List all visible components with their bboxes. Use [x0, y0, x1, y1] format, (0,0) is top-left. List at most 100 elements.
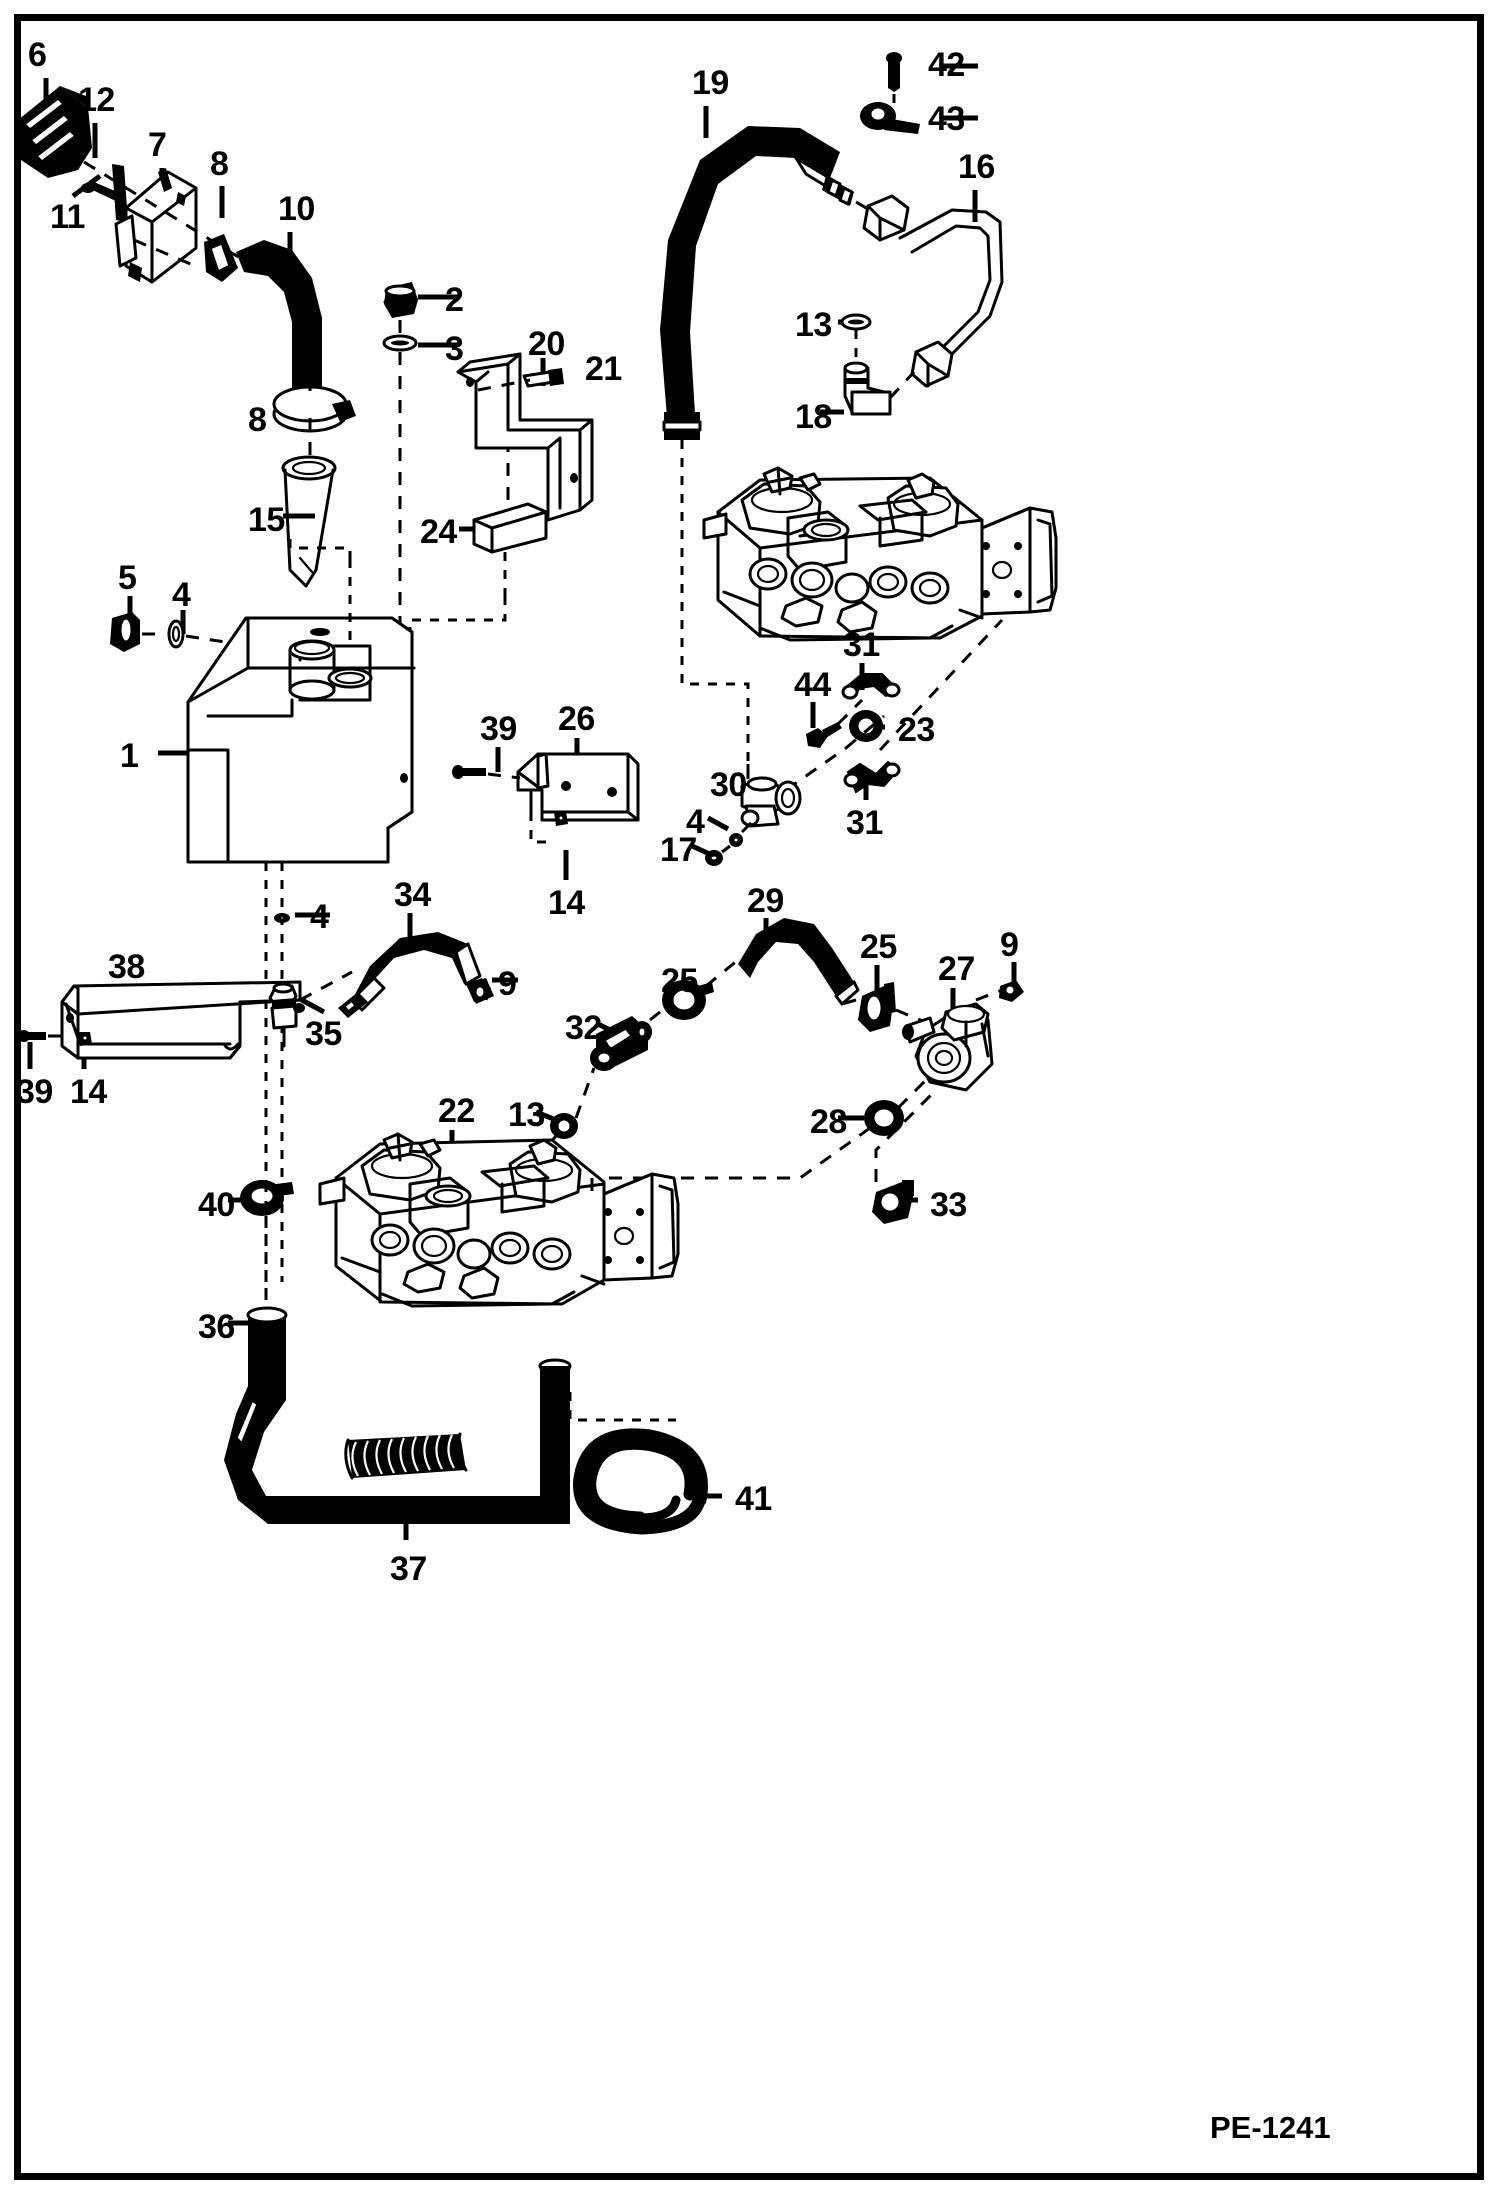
callout-24-block: 24: [420, 513, 457, 551]
part-27-valve-body: [902, 1002, 994, 1092]
callout-39-bolt: 39: [480, 710, 517, 748]
callout-25-hose-clamp: 25: [661, 962, 698, 1000]
callout-13-o-ring: 13: [508, 1096, 545, 1134]
callout-31-split-flange-half: 31: [846, 804, 883, 842]
callout-4-o-ring: 4: [310, 898, 329, 936]
callout-20-bolt: 20: [528, 325, 565, 363]
part-5-plug: [110, 612, 140, 652]
callout-23-o-ring: 23: [898, 711, 935, 749]
callout-14-nut: 14: [70, 1073, 107, 1111]
routing-upper: [680, 440, 1004, 792]
part-11-screw: [81, 182, 122, 202]
callout-30-fitting: 30: [710, 766, 747, 804]
part-29-hose: [738, 918, 860, 1006]
part-31a-split-flange: [841, 673, 901, 700]
callout-19-hydraulic-hose: 19: [692, 64, 729, 102]
part-31b-split-flange: [843, 760, 901, 794]
callout-31-split-flange-half: 31: [843, 626, 880, 664]
callout-39-bolt: 39: [16, 1073, 53, 1111]
part-39b-bolt: [18, 1030, 46, 1042]
callout-2-cap: 2: [445, 281, 464, 319]
callout-9-fitting: 9: [498, 965, 517, 1003]
drawing-number: PE-1241: [1210, 2110, 1331, 2145]
part-4a-o-ring: [167, 619, 185, 649]
part-25b-hose-clamp: [662, 980, 714, 1020]
part-28-o-ring: [864, 1100, 904, 1136]
callout-6-fill-cap: 6: [28, 36, 47, 74]
callout-12-gasket: 12: [78, 81, 115, 119]
callout-36-suction-hose: 36: [198, 1308, 235, 1346]
part-14a-nut: [554, 812, 568, 826]
part-22-hydrostatic-pump-lower: [318, 1132, 680, 1308]
callout-3-o-ring: 3: [445, 330, 464, 368]
part-35-fitting: [268, 982, 305, 1030]
callout-9-fitting: 9: [1000, 926, 1019, 964]
part-12-gasket: [112, 164, 128, 222]
part-40-hose-clamp: [240, 1180, 294, 1216]
part-2-cap: [383, 282, 418, 318]
callout-40-hose-clamp: 40: [198, 1186, 235, 1224]
part-32-adapter: [590, 1016, 652, 1071]
part-38-bracket: [60, 980, 302, 1060]
part-3-o-ring: [382, 334, 418, 352]
callout-28-o-ring: 28: [810, 1103, 847, 1141]
part-13b-o-ring: [550, 1113, 578, 1139]
callout-7-filler-neck-housing: 7: [148, 126, 167, 164]
reservoir-assembly-axes: [264, 530, 352, 1300]
part-13a-o-ring: [840, 313, 872, 331]
part-8a-hose-clamp: [204, 234, 238, 282]
callout-21-bracket: 21: [585, 350, 622, 388]
callout-42-bolt: 42: [928, 46, 965, 84]
part-14b-nut: [78, 1032, 92, 1046]
callout-26-bracket: 26: [558, 700, 595, 738]
part-17-plug: [705, 850, 723, 866]
callout-38-bracket: 38: [108, 948, 145, 986]
callout-13-o-ring: 13: [795, 306, 832, 344]
part-20-bolt: [522, 368, 564, 388]
callout-16-hydraulic-tube: 16: [958, 148, 995, 186]
part-42-bolt: [886, 52, 902, 92]
part-25a-hose-clamp: [858, 982, 896, 1032]
part-10-fill-hose: [236, 240, 322, 412]
callout-44-bolt: 44: [794, 666, 831, 704]
assembly-axis-filler: [83, 160, 241, 270]
part-31-hydrostatic-pump-upper: [702, 466, 1058, 642]
callout-14-nut: 14: [548, 884, 585, 922]
part-4b-o-ring: [729, 833, 743, 847]
part-43-clamp: [860, 102, 920, 134]
part-9b-fitting: [999, 980, 1024, 1002]
part-39a-bolt: [452, 765, 486, 779]
part-16-hydraulic-tube: [862, 190, 1004, 388]
page-border: [14, 14, 1484, 2180]
callout-10-fill-hose: 10: [278, 190, 315, 228]
callout-27-valve-body: 27: [938, 950, 975, 988]
part-7-filler-neck-housing: [114, 168, 198, 284]
part-41-drain-tube: [573, 1428, 708, 1535]
callout-33-hose-clamp: 33: [930, 1186, 967, 1224]
part-18-elbow-fitting: [843, 361, 892, 416]
part-23-o-ring: [849, 710, 883, 742]
callout-4-o-ring: 4: [172, 576, 191, 614]
part-37-spring-guard: [344, 1432, 468, 1480]
part-26-bracket: [516, 752, 640, 822]
part-30-fitting: [740, 776, 802, 828]
callout-8-hose-clamp: 8: [210, 145, 229, 183]
part-19-hydraulic-hose: [660, 126, 854, 440]
callout-32-adapter: 32: [565, 1009, 602, 1047]
part-33-hose-clamp: [872, 1180, 914, 1224]
callout-8-hose-clamp: 8: [248, 401, 267, 439]
callout-1-hydraulic-reservoir: 1: [120, 737, 139, 775]
callout-25-hose-clamp: 25: [860, 928, 897, 966]
callout-29-hose: 29: [747, 882, 784, 920]
part-44-bolt: [806, 722, 842, 748]
callout-34-hydraulic-hose: 34: [394, 876, 431, 914]
callout-41-drain-tube: 41: [735, 1480, 772, 1518]
callout-5-plug: 5: [118, 559, 137, 597]
callout-4-o-ring: 4: [686, 803, 705, 841]
part-4c-o-ring: [274, 913, 290, 923]
callout-18-elbow-fitting: 18: [795, 398, 832, 436]
callout-11-screw: 11: [50, 198, 85, 236]
callout-43-clamp: 43: [928, 100, 965, 138]
